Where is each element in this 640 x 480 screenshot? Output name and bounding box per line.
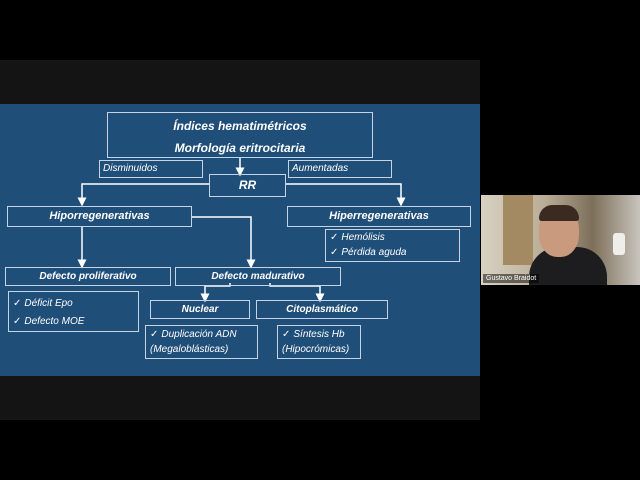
arrow-rr-to-hiper (286, 184, 401, 202)
cito-detail-line1: ✓Síntesis Hb (278, 327, 360, 342)
hiper-list: ✓Hemólisis ✓Pérdida aguda (325, 229, 460, 262)
arrow-rr-to-hipo (82, 184, 209, 202)
cito-detail: ✓Síntesis Hb (Hipocrómicas) (277, 325, 361, 359)
nuclear-box: Nuclear (150, 300, 250, 319)
video-door (503, 195, 533, 265)
nuclear-detail: ✓Duplicación ADN (Megaloblásticas) (145, 325, 258, 359)
nuclear-detail-line1: ✓Duplicación ADN (146, 327, 257, 342)
label-increased: Aumentadas (288, 160, 392, 178)
cito-box: Citoplasmático (256, 300, 388, 319)
prolif-item-moe: ✓Defecto MOE (9, 313, 138, 331)
madur-box: Defecto madurativo (175, 267, 341, 286)
prolif-item-epo: ✓Déficit Epo (9, 295, 138, 313)
video-lamp (613, 233, 625, 255)
hiper-box: Hiperregenerativas (287, 206, 471, 227)
hipo-box: Hiporregenerativas (7, 206, 192, 227)
hiper-item-perdida: ✓Pérdida aguda (326, 245, 459, 260)
rr-box: RR (209, 174, 286, 197)
title-line-2: Morfología eritrocitaria (108, 141, 372, 155)
nuclear-detail-line2: (Megaloblásticas) (146, 342, 257, 357)
hiper-item-hemolisis: ✓Hemólisis (326, 230, 459, 245)
arrow-hipo-to-madur (192, 217, 251, 264)
title-box: Índices hematimétricos Morfología eritro… (107, 112, 373, 158)
participant-name-label: Gustavo Braidot (483, 274, 539, 283)
presentation-slide: Índices hematimétricos Morfología eritro… (0, 104, 480, 376)
title-line-1: Índices hematimétricos (108, 119, 372, 133)
label-decreased: Disminuidos (99, 160, 203, 178)
cito-detail-line2: (Hipocrómicas) (278, 342, 360, 357)
prolif-box: Defecto proliferativo (5, 267, 171, 286)
participant-hair (539, 205, 579, 221)
prolif-list: ✓Déficit Epo ✓Defecto MOE (8, 291, 139, 332)
participant-video-tile[interactable]: Gustavo Braidot (481, 195, 640, 285)
